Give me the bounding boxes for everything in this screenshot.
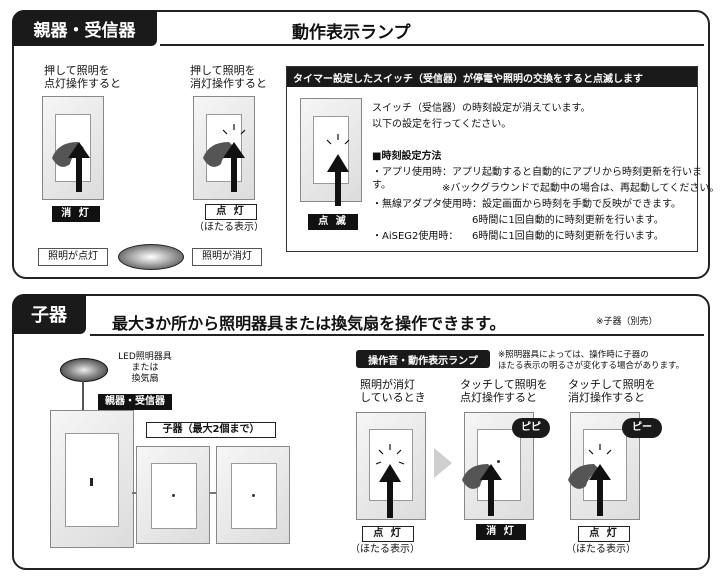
pill-light-off: 照明が消灯	[192, 248, 262, 266]
col1-blink-arrow	[375, 444, 405, 518]
col1-state-note: （ほたる表示）	[350, 544, 420, 555]
timer-aiseg-text: 6時間に1回自動的に時刻更新を行います。	[472, 231, 664, 242]
timer-line2: 以下の設定を行ってください。	[372, 119, 512, 130]
timer-box-header: タイマー設定したスイッチ（受信器）が停電や照明の交換をすると点滅します	[287, 67, 697, 87]
parent-switch-paddle	[65, 433, 119, 527]
timer-switch	[300, 98, 362, 202]
bottom-heading-rule	[90, 334, 704, 336]
fixture-wire	[82, 380, 84, 410]
left-state-label: 消 灯	[52, 206, 100, 222]
timer-app-line: ・アプリ使用時：アプリ起動すると自動的にアプリから時刻更新を行います。	[372, 167, 702, 191]
col2-state-label: 消 灯	[476, 524, 526, 540]
timer-line1: スイッチ（受信器）の時刻設定が消えています。	[372, 103, 591, 114]
col3-sound-bubble: ピー	[622, 418, 662, 438]
col2-sound-bubble: ピピ	[512, 418, 550, 438]
parent-indicator	[90, 478, 93, 486]
timer-blink-arrow	[326, 134, 350, 206]
bottom-section-heading: 最大3か所から照明器具または換気扇を操作できます。	[112, 314, 506, 333]
mid-caption: 押して照明を 消灯操作すると	[190, 64, 267, 90]
child-2-indicator	[252, 494, 255, 497]
fixture-caption: LED照明器具 または 換気扇	[118, 352, 172, 384]
top-heading-rule	[160, 44, 704, 46]
lamp-icon	[118, 244, 184, 270]
fixture-lamp-icon	[60, 358, 108, 382]
left-caption: 押して照明を 点灯操作すると	[44, 64, 121, 90]
timer-aiseg-label: ・AiSEG2使用時：	[372, 231, 459, 242]
timer-box: タイマー設定したスイッチ（受信器）が停電や照明の交換をすると点滅します	[286, 66, 698, 252]
timer-adapter-line1: ・無線アダプタ使用時：設定画面から時刻を手動で反映ができます。	[372, 199, 681, 210]
child-count-label: 子器（最大2個まで）	[146, 422, 276, 438]
child-switch-1-paddle	[151, 463, 197, 529]
col1-state-label: 点 灯	[362, 526, 414, 542]
lamp-note: ※照明器具によっては、操作時に子器の ほたる表示の明るさが変化する場合があります…	[498, 350, 685, 371]
col2-caption: タッチして照明を 点灯操作すると	[460, 378, 548, 404]
parent-receiver-label: 親器・受信器	[98, 394, 172, 410]
mid-state-label: 点 灯	[205, 204, 257, 220]
mid-finger-arrow	[203, 124, 246, 192]
top-section-tab: 親器・受信器	[12, 10, 157, 46]
timer-app-note: ※バックグラウンドで起動中の場合は、再起動してください。	[442, 183, 720, 194]
col3-caption: タッチして照明を 消灯操作すると	[568, 378, 656, 404]
child-1-indicator	[172, 494, 175, 497]
col3-state-label: 点 灯	[578, 526, 630, 542]
col3-finger-arrow	[568, 444, 612, 516]
col2-indicator	[497, 460, 500, 463]
top-section-heading: 動作表示ランプ	[292, 23, 411, 43]
bottom-heading-note: ※子器（別売）	[596, 317, 658, 327]
pill-light-on: 照明が点灯	[38, 248, 108, 266]
child-switch-2	[216, 446, 290, 544]
parent-switch	[50, 410, 134, 548]
next-chevron-icon	[434, 448, 452, 478]
col2-finger-arrow	[462, 464, 502, 516]
col1-caption: 照明が消灯 しているとき	[360, 378, 426, 404]
timer-switch-paddle	[313, 116, 349, 184]
child-switch-2-paddle	[231, 463, 277, 529]
mid-state-note: （ほたる表示）	[194, 222, 264, 233]
timer-adapter-line2: 6時間に1回自動的に時刻更新を行います。	[472, 215, 664, 226]
left-finger-arrow	[52, 142, 90, 192]
col3-state-note: （ほたる表示）	[566, 544, 636, 555]
child-switch-1	[136, 446, 210, 544]
lamp-tag: 操作音・動作表示ランプ	[356, 350, 490, 368]
timer-state-label: 点 滅	[308, 214, 358, 230]
timer-method-title: ■時刻設定方法	[372, 151, 442, 162]
bottom-section-tab: 子器	[12, 294, 86, 334]
